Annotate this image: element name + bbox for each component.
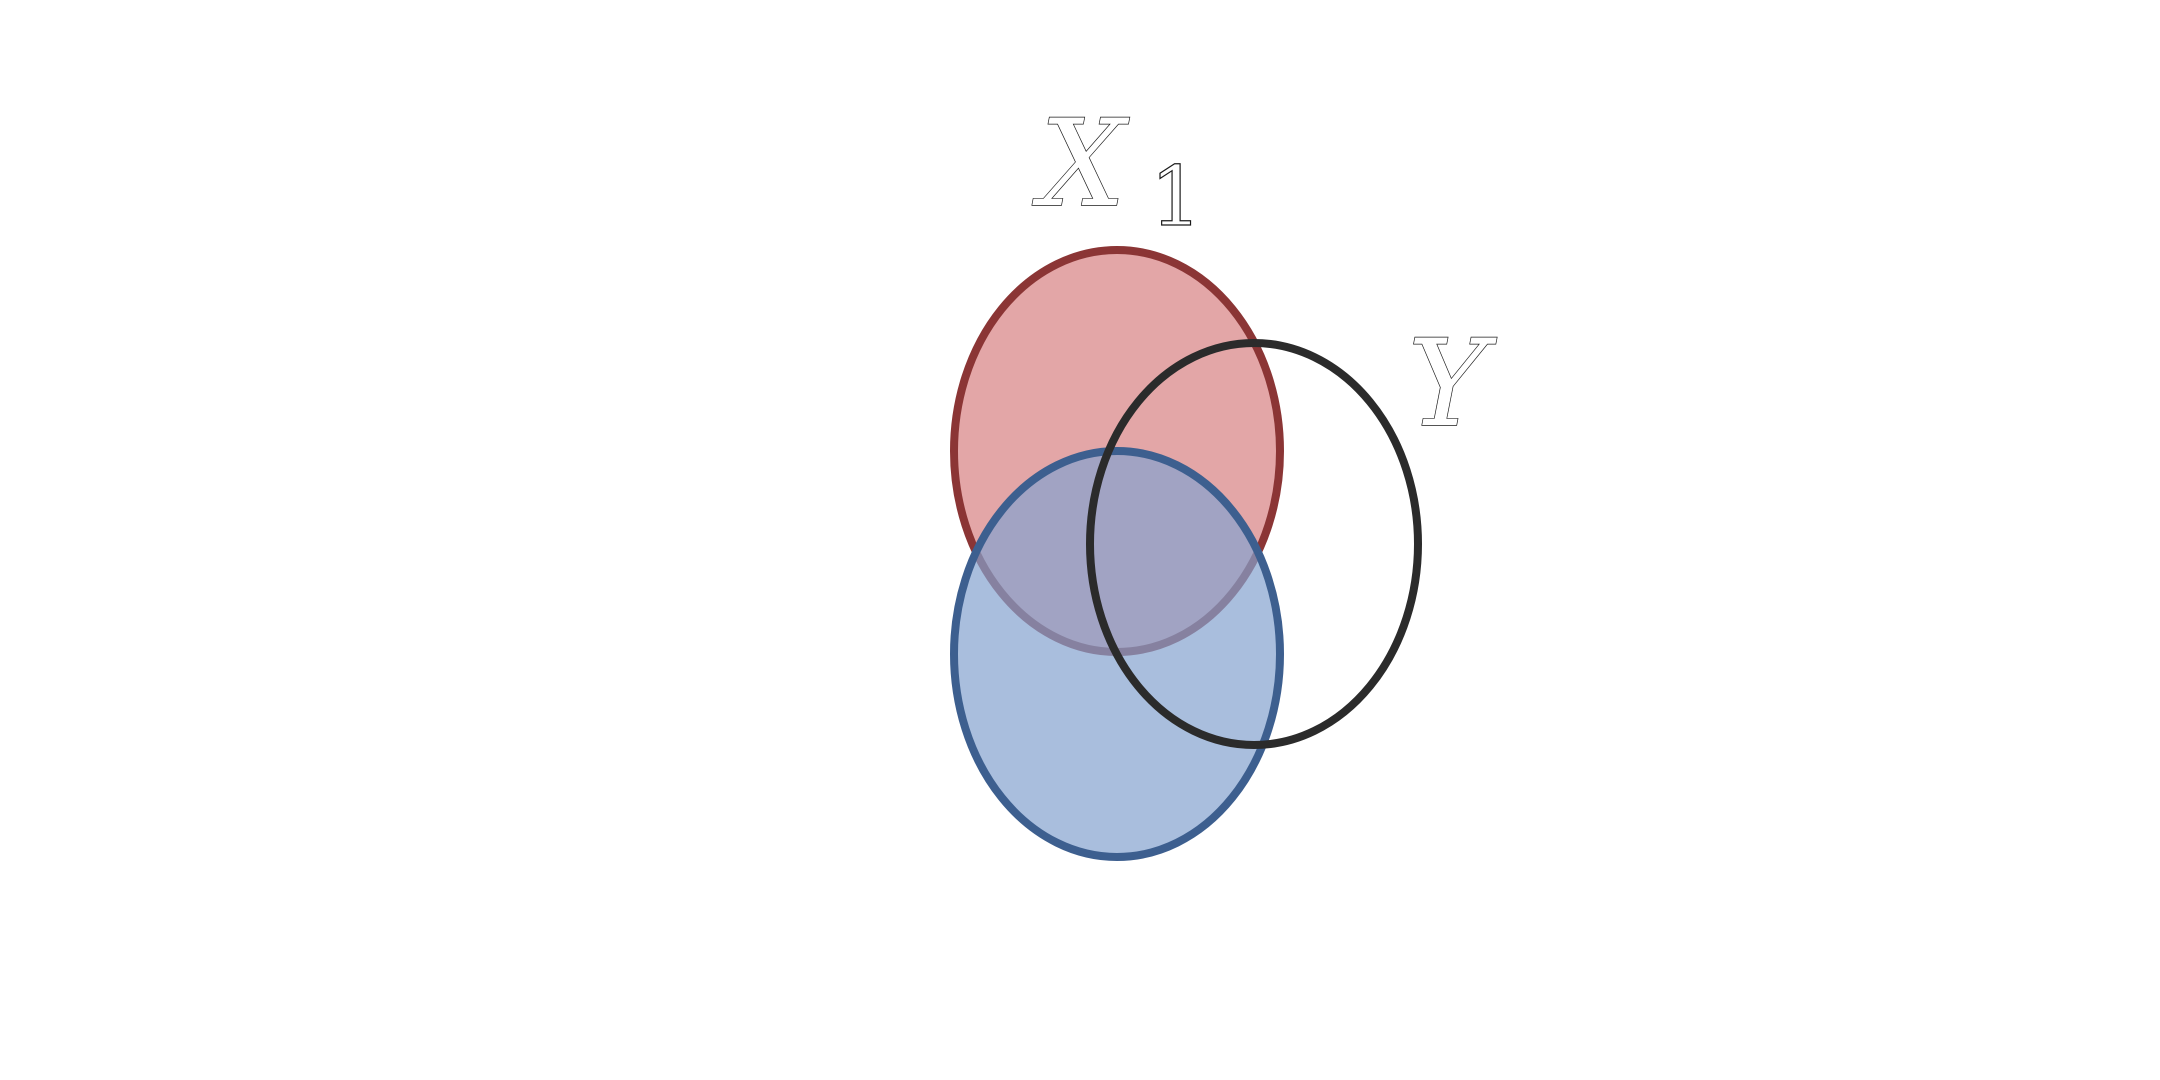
- set-x1-label: X: [1032, 95, 1130, 234]
- set-y-label: Y: [1408, 315, 1497, 454]
- set-y-ellipse: [1086, 339, 1422, 749]
- set-x1-label-subscript: 1: [1150, 150, 1202, 245]
